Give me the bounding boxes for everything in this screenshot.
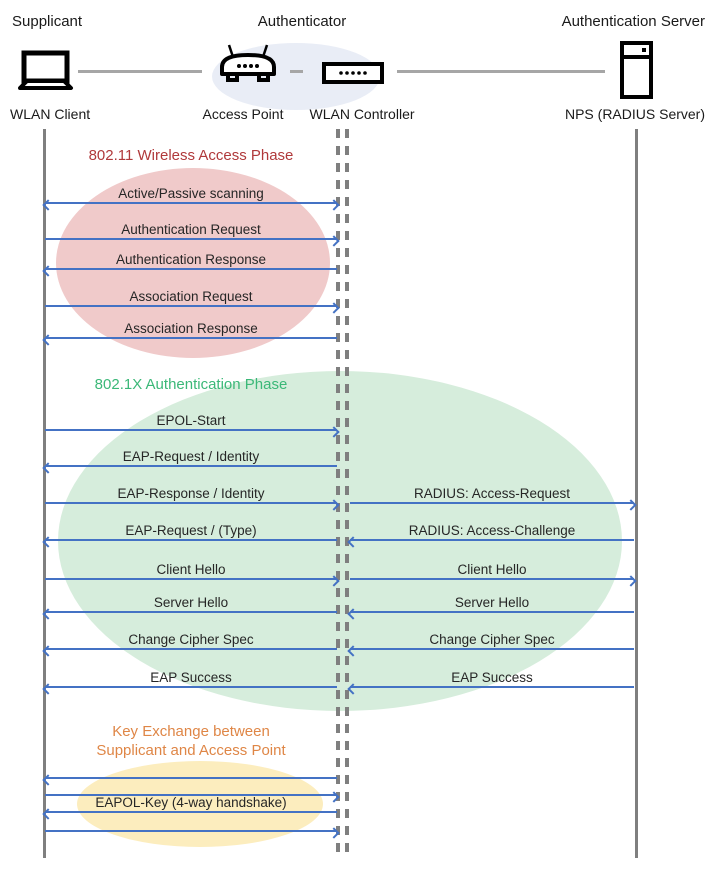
wlan-controller-icon bbox=[322, 62, 384, 84]
nps-lifeline bbox=[635, 129, 638, 858]
arrowhead-left bbox=[42, 683, 54, 695]
arrowhead-right bbox=[328, 235, 340, 247]
arrowhead-left bbox=[42, 774, 54, 786]
message-label: EPOL-Start bbox=[156, 413, 226, 428]
wlan-controller-lifeline-right bbox=[345, 129, 349, 858]
wlan-controller-lifeline-left bbox=[336, 129, 340, 858]
arrowhead-right bbox=[328, 499, 340, 511]
connector-line-segment bbox=[78, 70, 202, 73]
arrowhead-left bbox=[347, 683, 359, 695]
arrowhead-left bbox=[42, 265, 54, 277]
message-arrow-left-9: Client Hello bbox=[45, 562, 340, 587]
message-arrow-left-6: EAP-Request / Identity bbox=[42, 449, 337, 474]
arrowhead-left bbox=[42, 334, 54, 346]
message-label: Change Cipher Spec bbox=[128, 632, 254, 647]
key-exchange-phase-ellipse bbox=[77, 761, 323, 847]
message-arrow-right-4: Change Cipher Spec bbox=[347, 632, 634, 657]
message-label: Client Hello bbox=[457, 562, 527, 577]
arrowhead-right bbox=[328, 426, 340, 438]
message-label: EAPOL-Key (4-way handshake) bbox=[95, 795, 287, 810]
device-label-wlan-client: WLAN Client bbox=[10, 106, 91, 122]
connector-line-segment bbox=[397, 70, 605, 73]
arrowhead-left bbox=[42, 462, 54, 474]
message-arrow-left-4: Association Response bbox=[42, 321, 337, 346]
message-label: RADIUS: Access-Challenge bbox=[408, 523, 576, 538]
message-arrow-right-5: EAP Success bbox=[347, 670, 634, 695]
role-label-authentication-server: Authentication Server bbox=[561, 13, 705, 30]
message-label: EAP-Request / Identity bbox=[122, 449, 260, 464]
message-arrow-right-3: Server Hello bbox=[347, 595, 634, 620]
message-label: EAP Success bbox=[451, 670, 533, 685]
arrowhead-left bbox=[42, 808, 54, 820]
message-label: Server Hello bbox=[454, 595, 530, 610]
message-label: EAP-Response / Identity bbox=[117, 486, 265, 501]
message-arrow-left-2: Authentication Response bbox=[42, 252, 337, 277]
laptop-icon bbox=[12, 50, 78, 92]
message-label: Active/Passive scanning bbox=[118, 186, 264, 201]
role-label-supplicant: Supplicant bbox=[12, 13, 83, 30]
arrowhead-right bbox=[328, 199, 340, 211]
arrowhead-right bbox=[328, 575, 340, 587]
arrowhead-right bbox=[625, 575, 637, 587]
message-label: Authentication Request bbox=[121, 222, 261, 237]
message-arrow-left-16 bbox=[45, 827, 340, 839]
message-label: EAP-Request / (Type) bbox=[125, 523, 257, 538]
supplicant-lifeline bbox=[43, 129, 46, 858]
arrowhead-right bbox=[625, 499, 637, 511]
wireless-access-phase-ellipse bbox=[56, 168, 330, 358]
arrowhead-right bbox=[328, 791, 340, 803]
message-arrow-left-0: Active/Passive scanning bbox=[42, 186, 340, 211]
arrowhead-right bbox=[328, 827, 340, 839]
device-label-nps-radius-server: NPS (RADIUS Server) bbox=[564, 106, 706, 122]
role-label-authenticator: Authenticator bbox=[257, 13, 347, 30]
message-arrow-left-15: EAPOL-Key (4-way handshake) bbox=[42, 795, 337, 820]
connector-line-segment bbox=[290, 70, 303, 73]
dot1x-authentication-phase-ellipse bbox=[58, 371, 622, 711]
message-label: Change Cipher Spec bbox=[429, 632, 555, 647]
message-arrow-left-10: Server Hello bbox=[42, 595, 337, 620]
message-arrow-left-8: EAP-Request / (Type) bbox=[42, 523, 337, 548]
phase-title-dot1x-authentication: 802.1X Authentication Phase bbox=[94, 376, 288, 393]
message-arrow-right-0: RADIUS: Access-Request bbox=[350, 486, 637, 511]
message-arrow-left-12: EAP Success bbox=[42, 670, 337, 695]
message-label: Association Response bbox=[124, 321, 258, 336]
arrowhead-left bbox=[347, 608, 359, 620]
message-label: Server Hello bbox=[153, 595, 229, 610]
phase-title-key-exchange-line2: Supplicant and Access Point bbox=[96, 742, 286, 759]
arrowhead-left bbox=[347, 536, 359, 548]
device-label-access-point: Access Point bbox=[202, 106, 284, 122]
server-icon bbox=[620, 41, 653, 99]
device-label-wlan-controller: WLAN Controller bbox=[309, 106, 415, 122]
phase-title-key-exchange-line1: Key Exchange between bbox=[112, 723, 270, 740]
message-label: Authentication Response bbox=[115, 252, 267, 267]
phase-title-key-exchange: Key Exchange between Supplicant and Acce… bbox=[45, 722, 337, 760]
arrowhead-right bbox=[328, 302, 340, 314]
message-arrow-right-2: Client Hello bbox=[350, 562, 637, 587]
arrowhead-left bbox=[42, 199, 54, 211]
message-arrow-left-3: Association Request bbox=[45, 289, 340, 314]
message-label: Client Hello bbox=[156, 562, 226, 577]
message-label: Association Request bbox=[129, 289, 253, 304]
arrowhead-left bbox=[42, 536, 54, 548]
message-arrow-left-1: Authentication Request bbox=[45, 222, 340, 247]
phase-title-wireless-access: 802.11 Wireless Access Phase bbox=[88, 147, 294, 164]
message-arrow-right-1: RADIUS: Access-Challenge bbox=[347, 523, 634, 548]
message-arrow-left-14 bbox=[45, 791, 340, 803]
arrowhead-left bbox=[347, 645, 359, 657]
message-arrow-left-5: EPOL-Start bbox=[45, 413, 340, 438]
arrowhead-left bbox=[42, 608, 54, 620]
message-arrow-left-7: EAP-Response / Identity bbox=[45, 486, 340, 511]
message-label: RADIUS: Access-Request bbox=[413, 486, 571, 501]
access-point-icon bbox=[218, 43, 278, 86]
message-label: EAP Success bbox=[150, 670, 232, 685]
message-arrow-left-13 bbox=[42, 774, 337, 786]
arrowhead-left bbox=[42, 645, 54, 657]
message-arrow-left-11: Change Cipher Spec bbox=[42, 632, 337, 657]
